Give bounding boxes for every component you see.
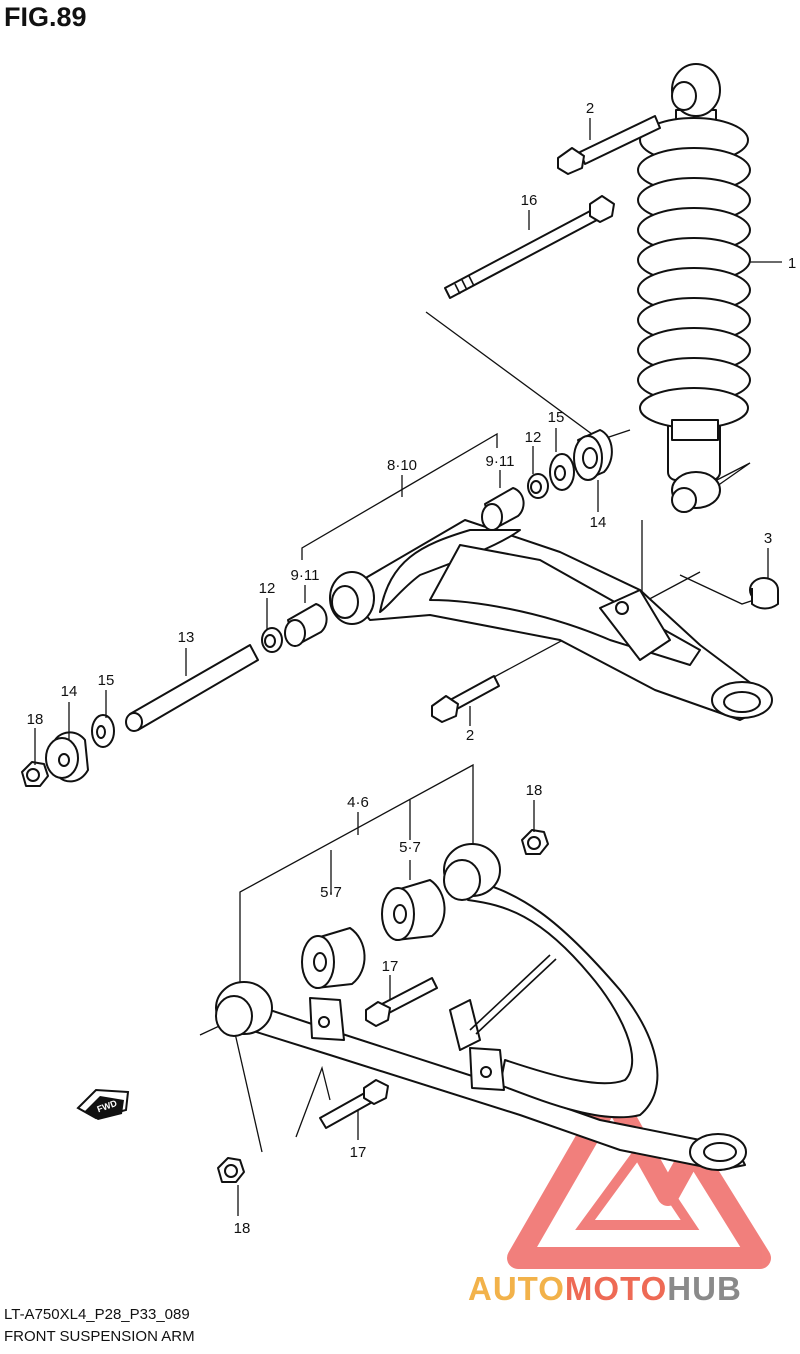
callout-17-front: 17	[382, 958, 399, 975]
callout-9-11-right: 9·11	[486, 453, 515, 470]
callout-16: 16	[521, 192, 538, 209]
fwd-arrow-icon: FWD	[76, 1088, 130, 1120]
long-bolt[interactable]	[444, 195, 615, 299]
callout-2-bottom: 2	[466, 727, 474, 744]
spacer[interactable]	[125, 644, 259, 732]
callout-9-11-left: 9·11	[291, 567, 320, 584]
callout-8-10: 8·10	[387, 457, 417, 474]
logo-wordmark: AUTOMOTOHUB	[468, 1270, 742, 1308]
shock-absorber[interactable]	[637, 63, 751, 513]
lower-bushing-right[interactable]	[381, 879, 446, 941]
callout-2-top: 2	[586, 100, 594, 117]
logo-part-moto: MOTO	[564, 1270, 668, 1307]
cap-right[interactable]	[573, 429, 613, 481]
callout-ticks	[34, 118, 782, 1216]
callout-labels: 1 2 16 15 12 14 8·10 9·11 3 9·11 12 13 1…	[27, 100, 797, 1237]
callout-15-left: 15	[98, 672, 115, 689]
coil-spring	[637, 117, 751, 429]
callout-13: 13	[178, 629, 195, 646]
callout-18-left: 18	[27, 711, 44, 728]
callout-5-7-left: 5·7	[320, 884, 342, 901]
washer-left[interactable]	[91, 714, 115, 748]
callout-4-6: 4·6	[347, 794, 369, 811]
callout-12-left: 12	[259, 580, 276, 597]
nut-lower-right[interactable]	[521, 829, 549, 855]
lower-bushing-left[interactable]	[301, 927, 366, 989]
callout-18-lower-right: 18	[526, 782, 543, 799]
callout-14-left: 14	[61, 683, 78, 700]
logo-part-auto: AUTO	[468, 1270, 565, 1307]
upper-bushing-left[interactable]	[284, 603, 328, 647]
nut-upper[interactable]	[749, 577, 779, 610]
upper-bushing-right[interactable]	[481, 487, 525, 531]
washer-right[interactable]	[549, 453, 575, 491]
callout-1: 1	[788, 255, 796, 272]
nut-lower-bottom[interactable]	[217, 1157, 245, 1183]
figure-title: FIG.89	[4, 2, 87, 32]
cap-left[interactable]	[45, 731, 89, 783]
callout-12-right: 12	[525, 429, 542, 446]
nut-left[interactable]	[21, 761, 49, 787]
callout-15-right: 15	[548, 409, 565, 426]
bolt-top[interactable]	[557, 115, 661, 175]
callout-14-right: 14	[590, 514, 607, 531]
lower-arm[interactable]	[215, 843, 747, 1171]
seal-left[interactable]	[261, 627, 283, 653]
callout-18-lower-bottom: 18	[234, 1220, 251, 1237]
logo-part-hub: HUB	[667, 1270, 742, 1307]
figure-name: FRONT SUSPENSION ARM	[4, 1328, 195, 1345]
callout-3: 3	[764, 530, 772, 547]
callout-5-7-right: 5·7	[399, 839, 421, 856]
upper-arm[interactable]	[329, 519, 773, 721]
figure-code: LT-A750XL4_P28_P33_089	[4, 1306, 190, 1323]
seal-right[interactable]	[527, 473, 549, 499]
bolt-bottom[interactable]	[431, 675, 500, 723]
bolt-lower-front[interactable]	[365, 977, 438, 1027]
callout-17-rear: 17	[350, 1144, 367, 1161]
bolt-lower-rear[interactable]	[319, 1079, 389, 1129]
